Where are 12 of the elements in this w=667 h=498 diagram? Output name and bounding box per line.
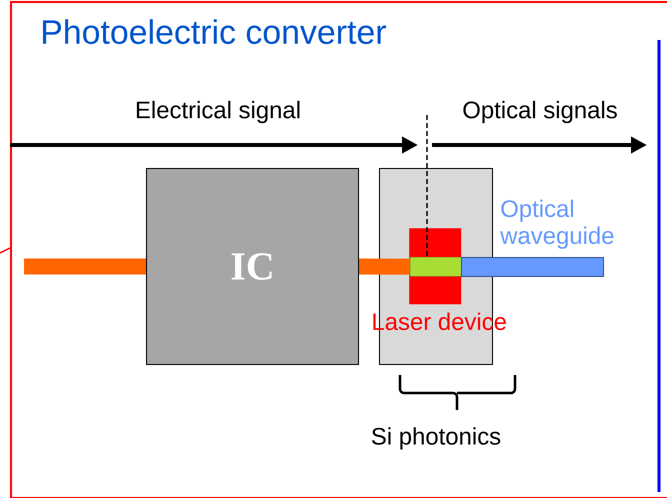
ic-chip (146, 168, 359, 365)
coupler-bar (410, 257, 462, 276)
frame-box (10, 1, 667, 498)
signal-label: Electrical signal (136, 100, 300, 124)
waveguide-bar (461, 200, 614, 277)
part-label: Optical waveguide (500, 200, 614, 249)
signal-label: Optical signals (463, 100, 617, 124)
group-label: Si photonics (372, 427, 500, 450)
wire (24, 258, 146, 274)
title: Photoelectric converter (43, 19, 386, 44)
wire (358, 258, 410, 275)
chip-label: IC (232, 253, 272, 280)
